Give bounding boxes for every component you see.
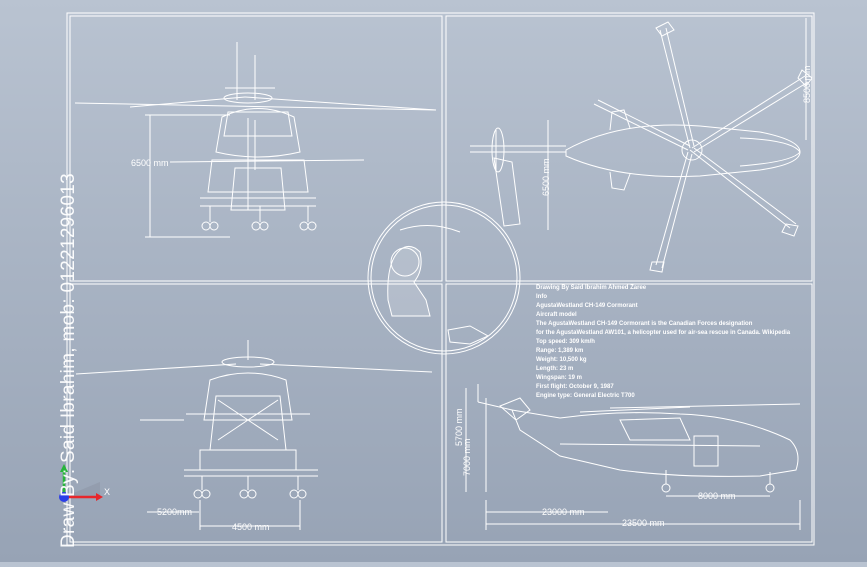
dim-height-front-top: 6500 mm [131,158,169,168]
dim-height-top-plan: 6500 mm [541,158,551,196]
portrait-medallion [367,201,521,355]
sheet-border [66,12,815,546]
panel-top-plan [445,15,813,282]
info-line: Length: 23 m [536,366,573,372]
info-line: Top speed: 309 km/h [536,339,595,345]
dim-width-front-bottom: 4500 mm [232,522,270,532]
info-line: Aircraft model [536,312,577,318]
panel-front-bottom [69,283,443,543]
info-line: Engine type: General Electric T700 [536,393,635,399]
author-side-label: Draw By: Said Ibrahim, mob: 01221296013 [58,172,79,548]
z-axis-marker [59,492,69,502]
side-view [465,384,801,530]
dim-length-2: 23500 mm [622,518,665,528]
front-view-top [74,42,437,238]
dim-wheelbase: 8000 mm [698,491,736,501]
info-line: Wingspan: 19 m [536,375,582,381]
info-line: Weight: 10,500 kg [536,357,587,363]
dim-length-1: 23000 mm [542,507,585,517]
info-block: Drawing By Said Ibrahim Ahmed Zaree Info… [536,285,791,399]
panel-side [445,283,813,543]
info-line: Drawing By Said Ibrahim Ahmed Zaree [536,285,647,291]
dim-left-front-bottom: 5200mm [157,507,192,517]
dim-vertical-side-1: 5700 mm [454,408,464,446]
info-line: The AgustaWestland CH-149 Cormorant is t… [536,321,753,327]
info-line: Info [536,294,547,300]
dim-vertical-side-2: 7000 mm [462,438,472,476]
front-view-bottom [75,340,433,530]
info-line: Range: 1,389 km [536,348,583,354]
dim-width-top-plan: 8500 mm [802,65,812,103]
x-axis-label: X [104,487,110,497]
panel-front-top [69,15,443,282]
top-plan-view [470,18,813,273]
info-line: for the AgustaWestland AW101, a helicopt… [536,330,791,336]
info-line: First flight: October 9, 1987 [536,384,614,390]
info-line: AgustaWestland CH-149 Cormorant [536,303,638,309]
axis-triad: X [59,464,110,502]
